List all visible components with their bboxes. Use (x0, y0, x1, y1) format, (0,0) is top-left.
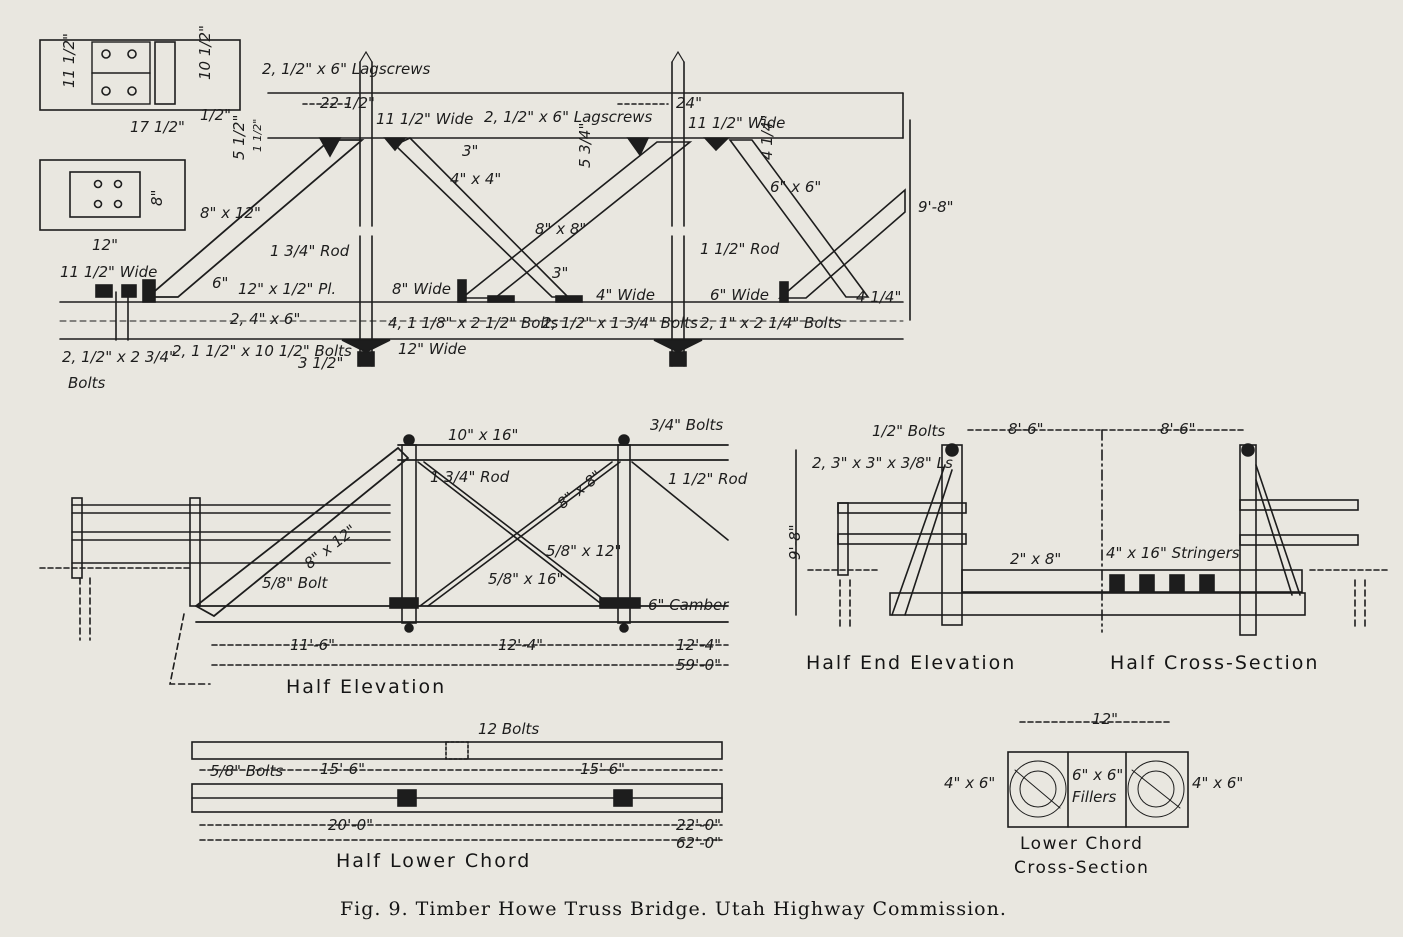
brace-4x4-label: 4" x 4" (450, 170, 502, 188)
counter-a-label: 5/8" x 12" (546, 542, 622, 560)
lower-chord-section-title-1: Lower Chord (1020, 834, 1144, 854)
plate-label: 12" x 1/2" Pl. (238, 280, 337, 298)
rod-1-75-label: 1 3/4" Rod (270, 242, 350, 260)
dim-3-top-label: 3" (462, 142, 479, 160)
dim-10-5-box-label: 10 1/2" (196, 25, 214, 80)
wide-label-a: 11 1/2" Wide (376, 110, 474, 128)
wide-12-label: 12" Wide (398, 340, 467, 358)
bolts-5-8-label: 5/8" Bolts (210, 762, 284, 780)
end-height-label: 9'-8" (786, 524, 804, 560)
half-lower-chord-title: Half Lower Chord (336, 850, 532, 872)
counter-b-label: 5/8" x 16" (488, 570, 564, 588)
seg-a-label: 15'-6" (320, 760, 366, 778)
rod-1-5-label: 1 1/2" Rod (700, 240, 780, 258)
wide-label-b: 11 1/2" Wide (688, 114, 786, 132)
lower-chord-section-title-2: Cross-Section (1014, 858, 1150, 878)
bolt-label: 5/8" Bolt (262, 574, 328, 592)
rod-1-5-elev-label: 1 1/2" Rod (668, 470, 748, 488)
bolts-end-label-2: Bolts (68, 374, 106, 392)
rod-1-75-elev-label: 1 3/4" Rod (430, 468, 510, 486)
half-elevation-view (39, 434, 729, 685)
bolts-2b-label: 2, 1" x 2 1/4" Bolts (700, 314, 842, 332)
half-span-label: 59'-0" (676, 656, 722, 674)
wide-8-label: 8" Wide (392, 280, 451, 298)
dim-3-5-label: 3 1/2" (298, 354, 344, 372)
member-8x8-label: 8" x 8" (535, 220, 587, 238)
half-lower-chord-view (191, 741, 723, 841)
panel-1-label: 11'-6" (290, 636, 336, 654)
dim-17-5-label: 17 1/2" (130, 118, 185, 136)
panel-3-label: 12'-4" (676, 636, 722, 654)
top-chord-label: 10" x 16" (448, 426, 519, 444)
dim-3-mid-label: 3" (552, 264, 569, 282)
camber-label: 6" Camber (648, 596, 729, 614)
bolts-3-4-label: 3/4" Bolts (650, 416, 724, 434)
plate-detail-boxes (39, 39, 241, 231)
spacing-b-label: 8'-6" (1160, 420, 1196, 438)
section-right-label: 4" x 6" (1192, 774, 1244, 792)
angles-label: 2, 3" x 3" x 3/8" Ls (812, 454, 953, 472)
wide-4-label: 4" Wide (596, 286, 655, 304)
dim-half-box-label: 1/2" (200, 106, 232, 124)
section-width-label: 12" (1092, 710, 1118, 728)
seg-b-label: 15'-6" (580, 760, 626, 778)
spacing-a-label: 8'-6" (1008, 420, 1044, 438)
dim-4-4-label: 4 1/4" (758, 114, 776, 160)
dim-11-5-box-label: 11 1/2" (60, 33, 78, 88)
half-end-elevation-title: Half End Elevation (806, 652, 1017, 674)
dim-5-3-4-label: 5 3/4" (576, 122, 594, 168)
stringers-label: 4" x 16" Stringers (1106, 544, 1240, 562)
lagscrews-label-right: 2, 1/2" x 6" Lagscrews (484, 108, 653, 126)
end-elevation-view (795, 429, 1391, 636)
joint-detail-view (59, 50, 911, 367)
seg-d-label: 22'-0" (676, 816, 722, 834)
panel-2-label: 12'-4" (498, 636, 544, 654)
height-9-8-label: 9'-8" (918, 198, 954, 216)
dim-4-25-label: 4 1/4" (856, 288, 902, 306)
half-cross-section-title: Half Cross-Section (1110, 652, 1320, 674)
bolts-4-label: 4, 1 1/8" x 2 1/2" Bolts (388, 314, 559, 332)
member-8x12-label: 8" x 12" (200, 204, 261, 222)
section-left-label: 4" x 6" (944, 774, 996, 792)
plank-label: 2" x 8" (1010, 550, 1062, 568)
half-elevation-title: Half Elevation (286, 676, 447, 698)
bolts-10-5-label: 2, 1 1/2" x 10 1/2" Bolts (172, 342, 352, 360)
bolts-end-label-1: 2, 1/2" x 2 3/4" (62, 348, 176, 366)
bolts-2a-label: 2, 1/2" x 1 3/4" Bolts (542, 314, 698, 332)
dim-6-label: 6" (212, 274, 229, 292)
end-bolts-label: 1/2" Bolts (872, 422, 946, 440)
lower-chord-cross-section (1007, 721, 1189, 828)
fillers-label-2: Fillers (1072, 788, 1117, 806)
dim-12-box-label: 12" (92, 236, 118, 254)
lagscrews-label-left: 2, 1/2" x 6" Lagscrews (262, 60, 431, 78)
chord-total-label: 62'-0" (676, 834, 722, 852)
dim-5-5-label: 5 1/2" (230, 114, 248, 160)
dim-8-box-label: 8" (148, 189, 166, 206)
fillers-label-1: 6" x 6" (1072, 766, 1124, 784)
wide-6-label: 6" Wide (710, 286, 769, 304)
dim-1-5-small-label: 1 1/2" (251, 118, 264, 152)
figure-caption: Fig. 9. Timber Howe Truss Bridge. Utah H… (340, 898, 1007, 920)
dim-24-label: 24" (676, 94, 702, 112)
wide-end-label: 11 1/2" Wide (60, 263, 158, 281)
member-6x6-label: 6" x 6" (770, 178, 822, 196)
dim-22-5-label: 22 1/2" (320, 94, 375, 112)
seg-c-label: 20'-0" (328, 816, 374, 834)
chord-4x6-label: 2, 4" x 6" (230, 310, 301, 328)
bolts-12-label: 12 Bolts (478, 720, 540, 738)
